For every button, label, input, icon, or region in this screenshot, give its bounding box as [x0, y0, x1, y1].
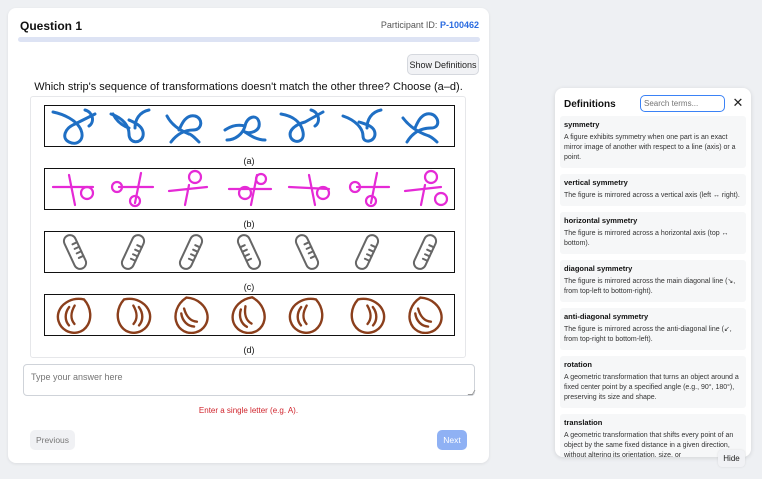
ruler-capsule-icon: [412, 234, 438, 270]
definitions-list: symmetry A figure exhibits symmetry when…: [560, 116, 746, 457]
definition-text: A figure exhibits symmetry when one part…: [564, 134, 736, 161]
definition-item: symmetry A figure exhibits symmetry when…: [560, 116, 746, 168]
ruler-capsule-icon: [236, 234, 262, 270]
strip-c: [44, 231, 455, 273]
question-title: Question 1: [20, 19, 83, 33]
three-leaf-knot-icon: [223, 115, 267, 142]
ruler-capsule-icon: [294, 234, 320, 270]
strip-d-figures: [56, 296, 443, 334]
lemon-shape-icon: [116, 297, 152, 334]
definition-text: The figure is mirrored across a horizont…: [564, 230, 729, 247]
lemon-shape-icon: [350, 297, 386, 334]
ruler-capsule-icon: [354, 234, 380, 270]
definition-text: A geometric transformation that shifts e…: [564, 432, 734, 457]
three-leaf-knot-icon: [341, 108, 383, 143]
definition-term: diagonal symmetry: [564, 264, 633, 273]
lemon-shape-icon: [231, 296, 266, 334]
hide-definitions-button[interactable]: Hide: [718, 450, 745, 467]
circle-stick-figure-icon: [403, 169, 449, 207]
participant-id-label: Participant ID:: [380, 20, 438, 30]
participant-id: Participant ID: P-100462: [381, 20, 479, 30]
definition-term: horizontal symmetry: [564, 216, 638, 225]
definition-item: diagonal symmetry The figure is mirrored…: [560, 260, 746, 302]
three-leaf-knot-icon: [109, 108, 151, 144]
definition-term: translation: [564, 418, 603, 427]
strip-a-label: (a): [243, 156, 255, 166]
strip-c-figures: [62, 234, 438, 270]
close-icon[interactable]: ✕: [732, 95, 744, 110]
definition-term: vertical symmetry: [564, 178, 628, 187]
show-definitions-button[interactable]: Show Definitions: [407, 54, 479, 75]
strip-b-figures: [51, 169, 449, 208]
previous-button[interactable]: Previous: [30, 430, 75, 450]
three-leaf-knot-icon: [51, 108, 97, 145]
lemon-shape-icon: [288, 297, 324, 334]
definition-text: The figure is mirrored across the main d…: [564, 278, 736, 295]
lemon-shape-icon: [174, 296, 209, 334]
definition-item: anti-diagonal symmetry The figure is mir…: [560, 308, 746, 350]
strip-a: [44, 105, 455, 147]
question-prompt: Which strip's sequence of transformation…: [34, 81, 463, 93]
definition-item: translation A geometric transformation t…: [560, 414, 746, 457]
definitions-panel: Definitions ✕ symmetry A figure exhibits…: [555, 88, 751, 457]
question-card: Question 1 Participant ID: P-100462 Show…: [8, 8, 489, 463]
strip-d-label: (d): [243, 345, 255, 355]
lemon-shape-icon: [56, 297, 92, 334]
circle-stick-figure-icon: [51, 173, 95, 207]
definition-term: symmetry: [564, 120, 600, 129]
three-leaf-knot-icon: [279, 108, 325, 143]
strip-b: [44, 168, 455, 210]
strip-b-label: (b): [243, 219, 255, 229]
ruler-capsule-icon: [62, 234, 88, 270]
definition-text: The figure is mirrored across a vertical…: [564, 192, 740, 199]
circle-stick-figure-icon: [110, 171, 155, 208]
definition-item: rotation A geometric transformation that…: [560, 356, 746, 408]
question-figure: (a): [30, 96, 466, 358]
strip-a-figures: [51, 108, 440, 145]
definition-term: rotation: [564, 360, 592, 369]
ruler-capsule-icon: [178, 234, 204, 270]
three-leaf-knot-icon: [165, 114, 203, 144]
definitions-search-input[interactable]: [640, 95, 725, 112]
three-leaf-knot-icon: [401, 112, 440, 144]
next-button[interactable]: Next: [437, 430, 467, 450]
lemon-shape-icon: [408, 296, 443, 334]
validation-error: Enter a single letter (e.g. A).: [198, 406, 299, 415]
definition-item: horizontal symmetry The figure is mirror…: [560, 212, 746, 254]
strip-c-label: (c): [243, 282, 255, 292]
circle-stick-figure-icon: [227, 172, 273, 207]
circle-stick-figure-icon: [287, 173, 331, 207]
progress-bar: [18, 37, 480, 42]
circle-stick-figure-icon: [348, 171, 391, 208]
definition-term: anti-diagonal symmetry: [564, 312, 649, 321]
circle-stick-figure-icon: [167, 169, 209, 207]
definition-text: A geometric transformation that turns an…: [564, 374, 739, 401]
answer-input[interactable]: [23, 364, 475, 396]
strip-d: [44, 294, 455, 336]
participant-id-value: P-100462: [439, 20, 479, 30]
definitions-title: Definitions: [564, 99, 616, 110]
definition-item: vertical symmetry The figure is mirrored…: [560, 174, 746, 206]
ruler-capsule-icon: [120, 234, 146, 270]
definition-text: The figure is mirrored across the anti-d…: [564, 326, 732, 343]
